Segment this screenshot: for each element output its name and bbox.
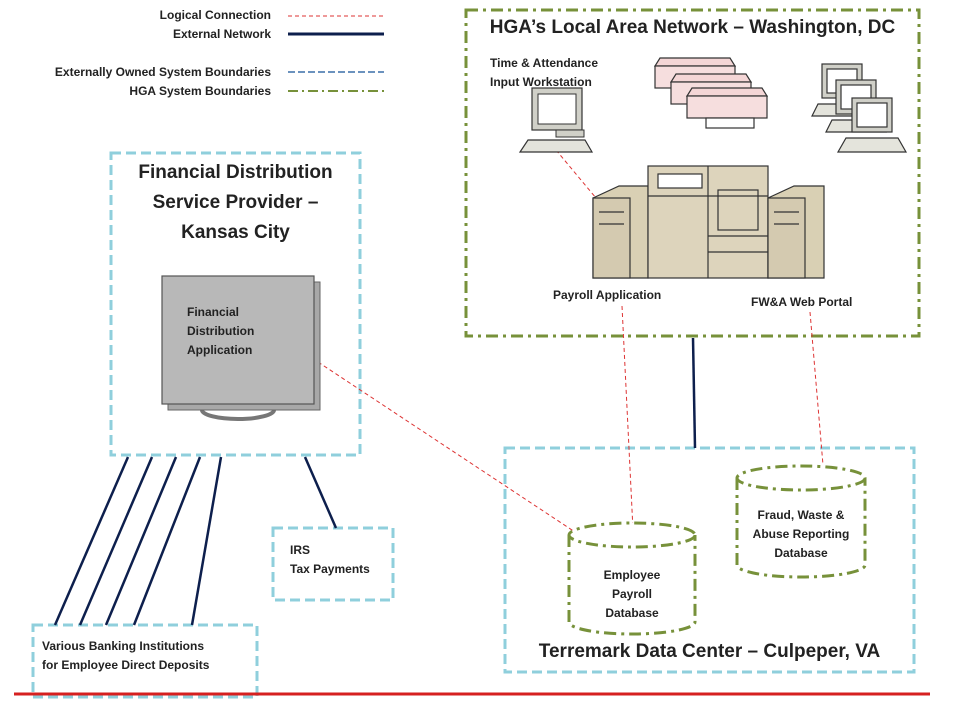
terremark-boundary <box>503 446 916 674</box>
time-attendance-label: Time & Attendance Input Workstation <box>490 54 598 92</box>
payroll-server-icon <box>592 185 649 279</box>
kansas-title-line1: Financial Distribution <box>138 162 333 183</box>
workstations-icon <box>811 63 908 153</box>
irs-label: IRS Tax Payments <box>290 541 370 579</box>
legend-network-label: External Network <box>172 27 271 41</box>
hga-lan-boundary <box>464 8 921 338</box>
kansas-title-line2: Service Provider – <box>152 192 319 213</box>
central-server-icon <box>647 165 769 279</box>
payroll-db-line2: Payroll <box>611 587 653 601</box>
payroll-db-line1: Employee <box>603 568 661 582</box>
fwa-db-line2: Abuse Reporting <box>752 527 850 541</box>
kansas-title-line3: Kansas City <box>181 222 290 243</box>
terremark-title: Terremark Data Center – Culpeper, VA <box>538 641 881 662</box>
financial-app-line2: Distribution <box>187 324 255 338</box>
banking-line2: for Employee Direct Deposits <box>42 658 210 672</box>
time-attendance-line2: Input Workstation <box>490 75 592 89</box>
employee-payroll-db-icon <box>567 521 697 636</box>
fwa-db-line1: Fraud, Waste & <box>757 508 845 522</box>
time-attendance-workstation-icon <box>518 87 594 153</box>
legend-external-boundary-label: Externally Owned System Boundaries <box>54 65 271 79</box>
banking-boundary <box>31 623 259 699</box>
fwa-db-line3: Database <box>774 546 828 560</box>
fwa-db-label: Fraud, Waste & Abuse Reporting Database <box>737 506 865 563</box>
kansas-city-boundary <box>109 151 362 457</box>
banking-line1: Various Banking Institutions <box>42 639 205 653</box>
external-network-links <box>53 337 697 626</box>
hga-lan-title: HGA’s Local Area Network – Washington, D… <box>489 17 896 38</box>
payroll-db-line3: Database <box>605 606 659 620</box>
payroll-application-label: Payroll Application <box>553 288 662 302</box>
payroll-db-label: Employee Payroll Database <box>569 566 695 623</box>
irs-boundary <box>271 526 395 602</box>
printers-icon <box>653 57 769 129</box>
legend-hga-boundary-label: HGA System Boundaries <box>129 84 271 98</box>
fwa-web-portal-label: FW&A Web Portal <box>751 295 853 309</box>
legend-logical-label: Logical Connection <box>159 8 271 22</box>
kansas-city-title: Financial Distribution Service Provider … <box>111 158 360 248</box>
portal-server-icon <box>767 185 825 279</box>
banking-label: Various Banking Institutions for Employe… <box>42 637 209 675</box>
fwa-db-icon <box>735 464 867 579</box>
irs-line2: Tax Payments <box>290 562 370 576</box>
financial-app-line3: Application <box>187 343 253 357</box>
time-attendance-line1: Time & Attendance <box>490 56 599 70</box>
financial-app-label: Financial Distribution Application <box>187 303 254 360</box>
financial-app-icon <box>161 275 321 421</box>
financial-app-line1: Financial <box>187 305 240 319</box>
irs-line1: IRS <box>290 543 311 557</box>
